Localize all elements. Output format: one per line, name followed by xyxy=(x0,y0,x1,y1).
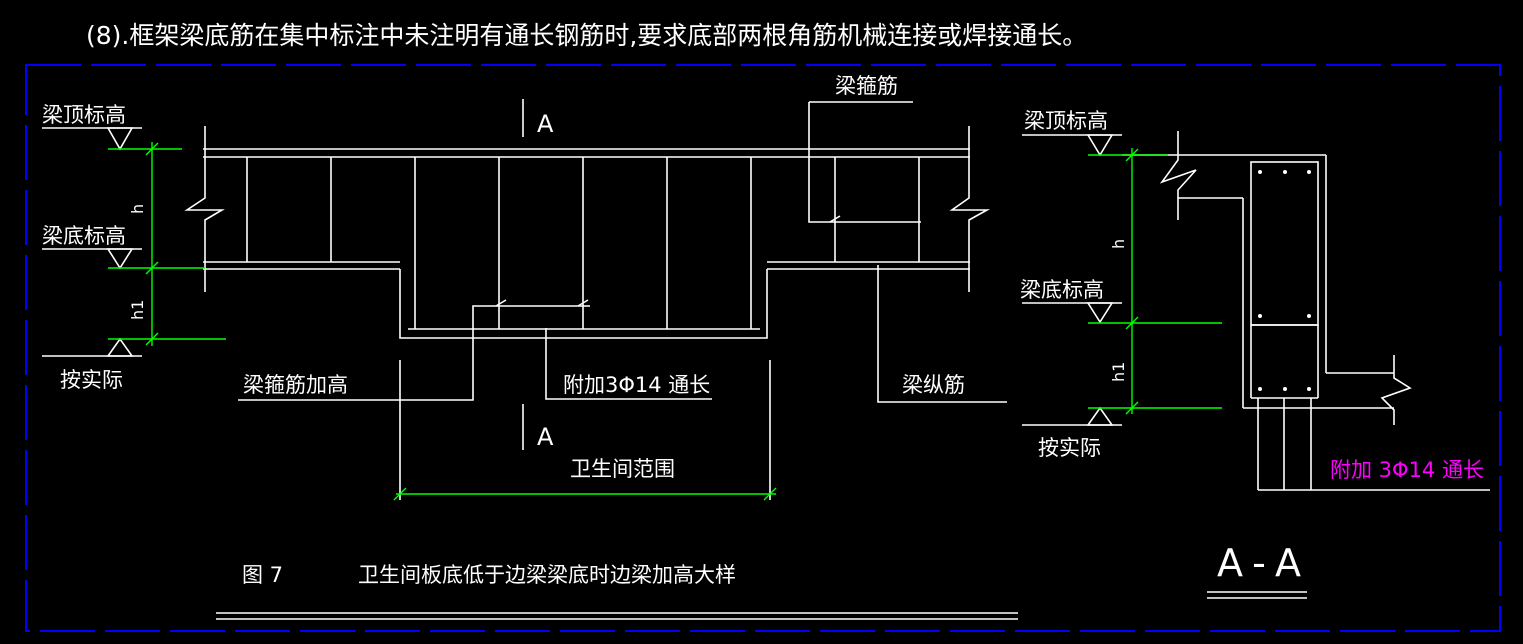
elevation-dimensions xyxy=(108,142,777,501)
section-label-extra-bars: 附加 3Φ14 通长 xyxy=(1330,458,1484,482)
label-beam-top-elev: 梁顶标高 xyxy=(42,103,126,127)
section-mark-bottom: A xyxy=(537,423,554,451)
label-as-actual: 按实际 xyxy=(60,368,123,392)
section-label-beam-top-elev: 梁顶标高 xyxy=(1024,109,1108,133)
label-extra-bars: 附加3Φ14 通长 xyxy=(563,373,710,397)
drawing-heading: (8).框架梁底筋在集中标注中未注明有通长钢筋时,要求底部两根角筋机械连接或焊接… xyxy=(86,21,1087,50)
drawing-frame xyxy=(25,64,1501,632)
dim-h-section: h xyxy=(1109,239,1128,249)
dim-h-elevation: h xyxy=(128,204,147,214)
section-rebar-dots xyxy=(1258,170,1311,391)
section-dimensions xyxy=(1088,148,1222,415)
dim-h1-elevation: h1 xyxy=(128,300,147,320)
section-label-as-actual: 按实际 xyxy=(1038,436,1101,460)
label-bathroom-range: 卫生间范围 xyxy=(570,457,675,481)
label-beam-bottom-elev: 梁底标高 xyxy=(42,224,126,248)
label-stirrup: 梁箍筋 xyxy=(835,74,898,98)
beam-section xyxy=(1022,131,1490,599)
figure-title: 卫生间板底低于边梁梁底时边梁加高大样 xyxy=(358,563,736,587)
figure-number: 图 7 xyxy=(242,563,283,587)
beam-elevation xyxy=(42,99,1018,620)
section-title: A-A xyxy=(1217,541,1311,585)
section-mark-top: A xyxy=(537,110,554,138)
dim-h1-section: h1 xyxy=(1109,362,1128,382)
label-long-bars: 梁纵筋 xyxy=(902,373,965,397)
section-label-beam-bottom-elev: 梁底标高 xyxy=(1020,278,1104,302)
label-stirrup-raise: 梁箍筋加高 xyxy=(243,373,348,397)
